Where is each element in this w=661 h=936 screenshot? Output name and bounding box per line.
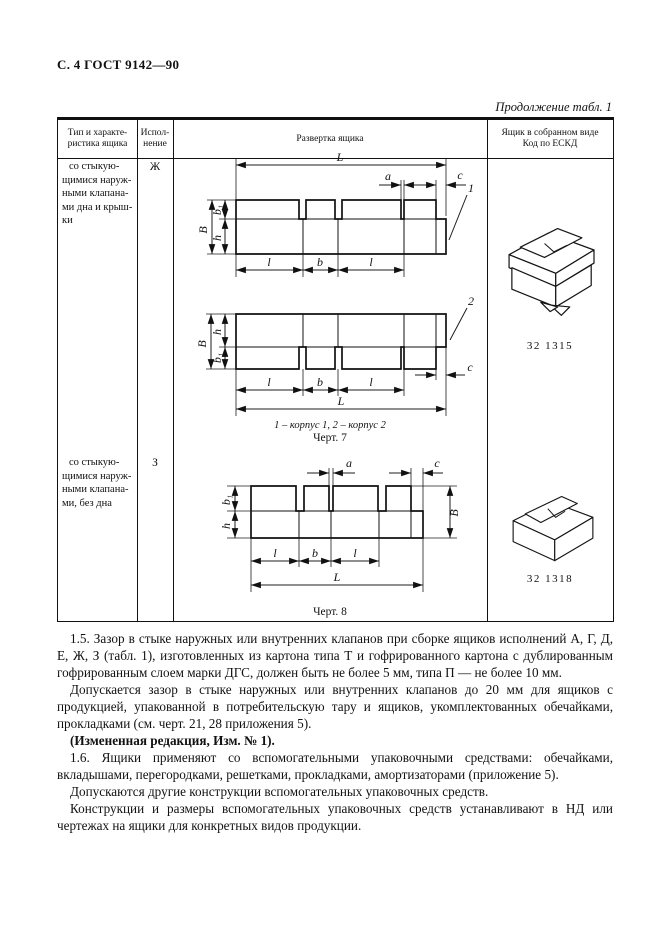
box-flap-notch: [547, 508, 566, 518]
dim-label-L: L: [337, 394, 345, 408]
dim-label-l: l: [267, 255, 271, 269]
dim-label-L: L: [336, 150, 344, 164]
dim-label-B: B: [195, 340, 209, 348]
dimension-c: c: [415, 347, 473, 380]
table-column-divider: [173, 120, 174, 621]
dim-label-c: c: [434, 456, 440, 470]
box-open-flap: [524, 495, 578, 524]
column-header-type: Тип и характе- ристика ящика: [67, 128, 128, 149]
dimension-B-h-b1: B h b₁: [195, 313, 236, 370]
dimension-l-b-l: l b l: [235, 254, 405, 277]
paragraph-1-6: 1.6. Ящики применяют со вспомогательными…: [57, 750, 613, 782]
figure8-caption: Черт. 8: [313, 606, 347, 618]
dimension-b1-h: b₁ h: [219, 485, 251, 539]
table-continuation-label: Продолжение табл. 1: [495, 100, 612, 114]
paragraph-1-6b: Конструкции и размеры вспомогательных уп…: [57, 801, 613, 833]
dimension-L: L: [250, 538, 424, 592]
box-flap-notch: [544, 243, 568, 253]
column-header-assembled: Ящик в собранном виде Код по ЕСКД: [501, 128, 599, 149]
dimension-l-b-l: l b l: [235, 369, 405, 396]
box-lid-right-face: [555, 249, 595, 288]
box-bottom-flap: [540, 301, 559, 313]
dim-label-l: l: [267, 375, 271, 389]
table-column-divider: [137, 120, 138, 621]
dim-label-c: c: [467, 360, 473, 374]
dim-label-l: l: [273, 546, 277, 560]
dim-label-a: a: [346, 456, 352, 470]
callout-label-2: 2: [468, 294, 474, 308]
dim-label-b: b: [317, 375, 323, 389]
box-right-face: [554, 516, 594, 562]
dim-label-l: l: [369, 375, 373, 389]
paragraph-amendment: (Измененная редакция, Изм. № 1).: [70, 733, 275, 748]
dim-label-b1: b₁: [219, 495, 233, 505]
row2-execution: З: [152, 457, 158, 469]
dim-label-b: b: [312, 546, 318, 560]
dimension-L: L: [235, 380, 447, 416]
dim-label-h: h: [210, 329, 224, 335]
dimension-B-b1-h: B b₁ h: [196, 199, 236, 255]
blank-strip-outline: [235, 199, 447, 255]
dim-label-h: h: [219, 523, 233, 529]
dim-label-b: b: [317, 255, 323, 269]
dim-label-l: l: [353, 546, 357, 560]
paragraph-1-5: 1.5. Зазор в стыке наружных или внутренн…: [57, 631, 613, 680]
eskd-code-2: 32 1318: [526, 573, 574, 585]
box-body-right-face: [555, 264, 592, 308]
dim-label-c: c: [457, 168, 463, 182]
development-drawing-bottomless: a c b₁ h B: [219, 456, 461, 592]
row2-box-type: со стыкую- щимися наруж- ными клапана- м…: [62, 457, 132, 509]
dim-label-h: h: [210, 235, 224, 241]
development-drawing-body1: L a c B b₁: [196, 150, 474, 277]
dimension-l-b-l: l b l: [250, 538, 380, 567]
row1-execution: Ж: [149, 161, 161, 173]
dim-label-b1: b₁: [210, 205, 224, 215]
row1-box-type: со стыкую- щимися наруж- ными клапана- м…: [62, 161, 133, 226]
callout-1: 1: [448, 181, 474, 241]
dimension-c: c: [389, 456, 443, 511]
callout-label-1: 1: [468, 181, 474, 195]
column-header-execution: Испол- нение: [140, 128, 170, 149]
column-header-development: Развертка ящика: [296, 133, 364, 144]
paragraph-1-5a: Допускается зазор в стыке наружных или в…: [57, 682, 613, 731]
blank-strip-outline: [235, 313, 447, 370]
callout-2: 2: [449, 294, 474, 341]
table-header-divider: [58, 158, 613, 159]
eskd-code-1: 32 1315: [526, 340, 574, 352]
dim-label-a: a: [385, 169, 391, 183]
table-column-divider: [487, 120, 488, 621]
box-types-table: Тип и характе- ристика ящика Испол- нени…: [57, 117, 614, 622]
dimension-B: B: [411, 485, 461, 539]
dim-label-B: B: [196, 226, 210, 234]
dimension-L: L: [235, 150, 447, 216]
dim-label-b1: b₁: [210, 353, 224, 363]
development-drawing-body2: 2 B h b₁ c: [195, 294, 474, 416]
dimension-c: c: [414, 168, 466, 200]
assembled-box-illustration-1: [508, 227, 595, 316]
blank-strip-outline: [250, 485, 424, 539]
dim-label-B: B: [447, 509, 461, 517]
box-open-flap: [519, 227, 583, 259]
dim-label-l: l: [369, 255, 373, 269]
dim-label-L: L: [333, 570, 341, 584]
page-title: С. 4 ГОСТ 9142—90: [57, 57, 180, 72]
body-text: 1.5. Зазор в стыке наружных или внутренн…: [57, 630, 613, 834]
figure7-legend: 1 – корпус 1, 2 – корпус 2: [274, 420, 386, 431]
figure7-caption: Черт. 7: [313, 432, 347, 444]
assembled-box-illustration-2: [512, 495, 594, 562]
paragraph-1-6a: Допускаются другие конструкции вспомогат…: [70, 784, 489, 799]
dimension-a: a: [307, 456, 355, 486]
